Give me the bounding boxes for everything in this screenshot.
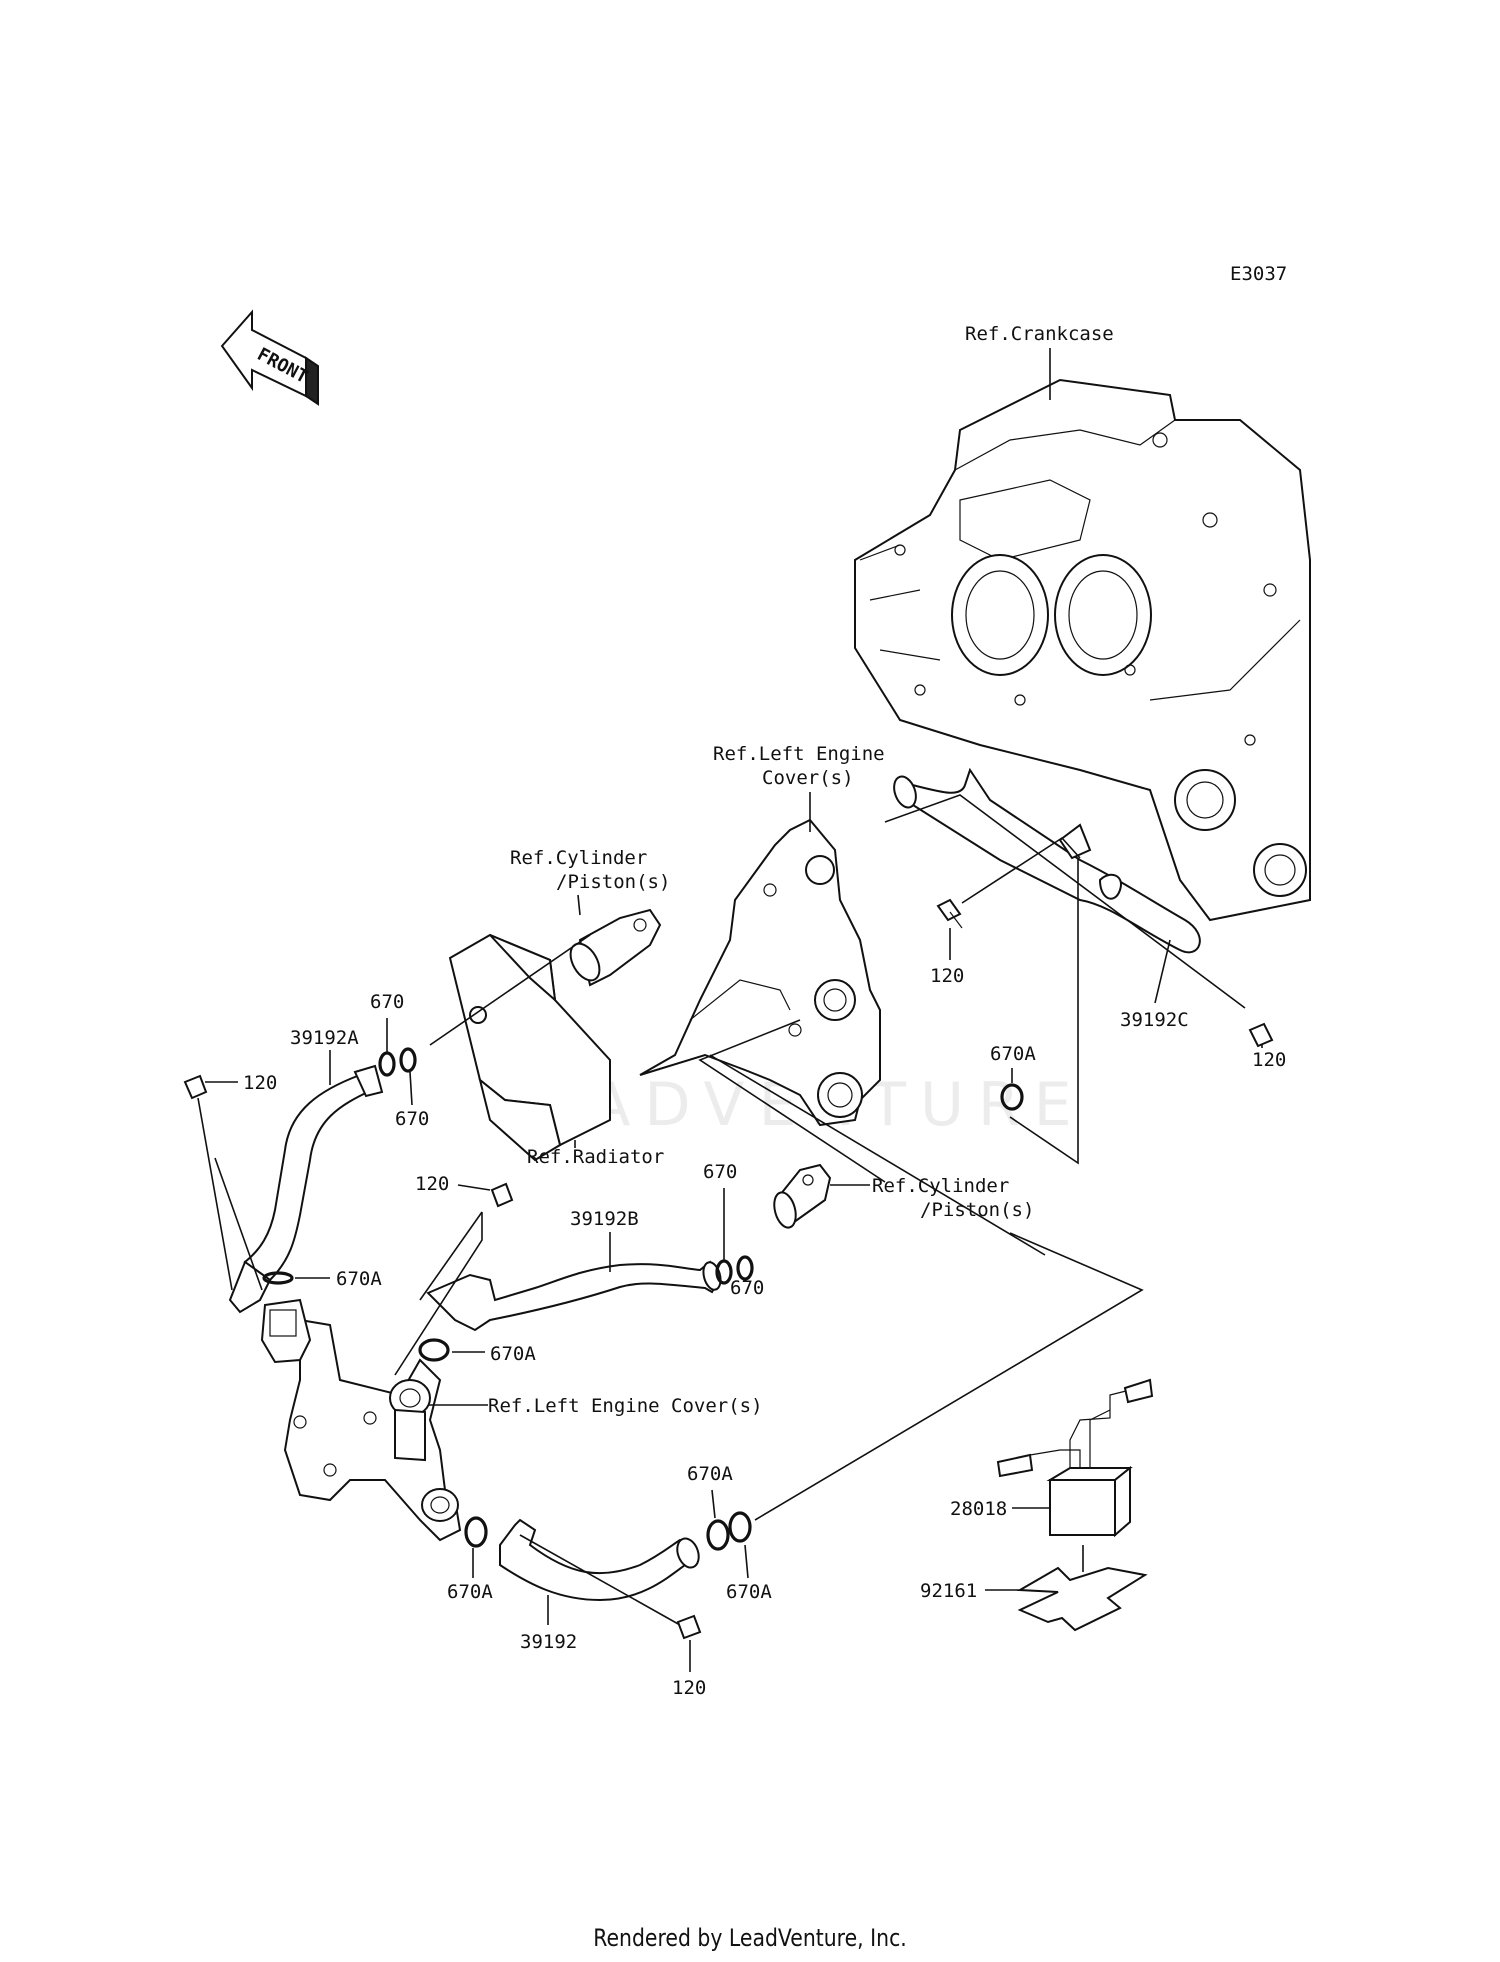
- hose-39192A-label: 39192A: [290, 1027, 359, 1049]
- bolt-120-label: 120: [930, 965, 964, 987]
- oring-670-label: 670: [395, 1108, 429, 1130]
- leader-line: [394, 1212, 483, 1376]
- leader-line: [409, 1071, 413, 1106]
- bolt-120-icon: [676, 1614, 702, 1640]
- oring-670A-icon: [262, 1271, 294, 1285]
- leader-line: [197, 1097, 233, 1291]
- ref-cylinder-piston-label-2: /Piston(s): [556, 871, 670, 893]
- leader-line: [744, 1544, 749, 1579]
- ref-crankcase-label: Ref.Crankcase: [965, 323, 1114, 345]
- bolt-120-icon: [183, 1074, 208, 1100]
- oring-670-icon: [715, 1259, 733, 1285]
- oring-670A-label: 670A: [990, 1043, 1036, 1065]
- leader-line: [429, 934, 591, 1046]
- leader-line: [1154, 939, 1171, 1004]
- oring-670-icon: [736, 1255, 754, 1281]
- leader-line: [519, 1534, 681, 1626]
- oring-670-icon: [378, 1051, 396, 1077]
- oring-670A-label: 670A: [447, 1581, 493, 1603]
- leader-line: [214, 1157, 263, 1291]
- ref-left-engine-cover-label-2: Cover(s): [762, 767, 854, 789]
- oring-670A-label: 670A: [336, 1268, 382, 1290]
- bolt-120-label: 120: [1252, 1049, 1286, 1071]
- unit-28018-label: 28018: [950, 1498, 1007, 1520]
- leader-line: [754, 1232, 1144, 1521]
- oring-670-label: 670: [370, 991, 404, 1013]
- ref-left-engine-cover-bottom-label: Ref.Left Engine Cover(s): [488, 1395, 763, 1417]
- leader-line: [698, 1019, 886, 1183]
- oring-670A-label: 670A: [687, 1463, 733, 1485]
- leader-line: [1009, 858, 1079, 1165]
- hose-39192C-label: 39192C: [1120, 1009, 1189, 1031]
- hose-39192-label: 39192: [520, 1631, 577, 1653]
- ref-cylinder-piston-label-1: Ref.Cylinder: [510, 847, 647, 869]
- control-unit-28018-part: [996, 1378, 1154, 1538]
- ref-cylinder-piston-2-label-1: Ref.Cylinder: [872, 1175, 1009, 1197]
- oring-670-icon: [399, 1047, 417, 1073]
- pad-92161-part: [1016, 1566, 1148, 1632]
- hose-39192-part: [499, 1518, 700, 1602]
- leader-line: [457, 1184, 491, 1191]
- leader-line: [709, 1054, 1046, 1256]
- left-engine-cover-ref-part: [639, 818, 881, 1127]
- bolt-120-icon: [1248, 1022, 1274, 1048]
- bolt-120-label: 120: [672, 1677, 706, 1699]
- pad-92161-label: 92161: [920, 1580, 977, 1602]
- oring-670A-label: 670A: [726, 1581, 772, 1603]
- front-arrow-icon: FRONT: [220, 309, 319, 406]
- bolt-120-label: 120: [243, 1072, 277, 1094]
- hose-39192A-part: [228, 1064, 384, 1314]
- oring-670A-icon: [706, 1519, 730, 1551]
- bolt-120-label: 120: [415, 1173, 449, 1195]
- oring-670-label: 670: [730, 1277, 764, 1299]
- oring-670A-label: 670A: [490, 1343, 536, 1365]
- ref-radiator-label: Ref.Radiator: [527, 1146, 664, 1168]
- ref-cylinder-piston-2-label-2: /Piston(s): [920, 1199, 1034, 1221]
- ref-left-engine-cover-label-1: Ref.Left Engine: [713, 743, 885, 765]
- bolt-120-icon: [490, 1182, 514, 1208]
- leader-line: [419, 1211, 483, 1301]
- radiator-ref-part: [448, 933, 611, 1162]
- diagram-code: E3037: [1230, 263, 1287, 285]
- leader-line: [711, 1489, 716, 1519]
- hose-39192B-part: [426, 1260, 722, 1332]
- leader-line: [577, 894, 581, 916]
- oring-670-label: 670: [703, 1161, 737, 1183]
- oring-670A-icon: [464, 1516, 488, 1548]
- leader-line: [961, 836, 1081, 904]
- cylinder-fitting-icon: [569, 908, 662, 987]
- crankcase-ref-part: [854, 378, 1311, 922]
- oring-670A-icon: [418, 1338, 450, 1362]
- oring-670A-icon: [728, 1511, 752, 1543]
- leader-line: [884, 794, 1246, 1009]
- cylinder-fitting-icon: [773, 1163, 832, 1229]
- footer-credit: Rendered by LeadVenture, Inc.: [593, 1924, 907, 1952]
- hose-39192B-label: 39192B: [570, 1208, 639, 1230]
- water-pump-ref-part: [260, 1298, 462, 1542]
- bolt-120-icon: [936, 898, 963, 929]
- oring-670A-icon: [1000, 1083, 1024, 1111]
